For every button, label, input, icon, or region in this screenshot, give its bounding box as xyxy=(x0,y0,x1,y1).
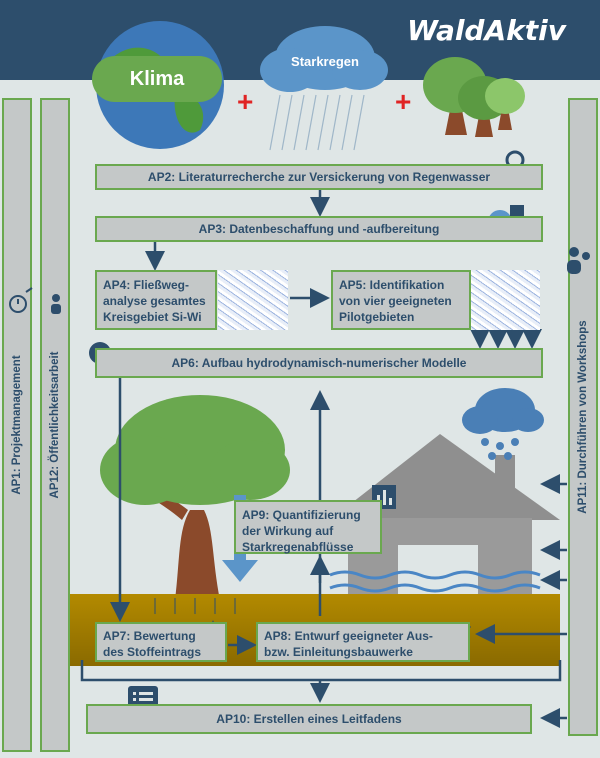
ap4-line: Kreisgebiet Si-Wi xyxy=(103,310,202,324)
tree-illustration xyxy=(100,395,290,600)
alarm-icon xyxy=(9,287,33,313)
ap5-box: AP5: Identifikation von vier geeigneten … xyxy=(331,270,471,330)
ap4-line: analyse gesamtes xyxy=(103,294,206,308)
ap4-box: AP4: Fließweg- analyse gesamtes Kreisgeb… xyxy=(95,270,217,330)
ap7-line: AP7: Bewertung xyxy=(103,629,196,643)
ap3-box: AP3: Datenbeschaffung und -aufbereitung xyxy=(95,216,543,242)
cloud-icon xyxy=(260,26,388,151)
ap10-label: AP10: Erstellen eines Leitfadens xyxy=(216,712,402,726)
starkregen-label: Starkregen xyxy=(291,54,359,69)
ap12-bar: AP12: Öffentlichkeitsarbeit xyxy=(40,98,70,752)
person-icon xyxy=(51,294,61,314)
ap8-line: bzw. Einleitungsbauwerke xyxy=(264,645,413,659)
header-illustrations xyxy=(92,21,525,151)
ap7-line: des Stoffeintrags xyxy=(103,645,202,659)
ap9-box: AP9: Quantifizierung der Wirkung auf Sta… xyxy=(234,500,382,554)
brand-title: WaldAktiv xyxy=(406,14,566,47)
plus-sign: + xyxy=(237,86,254,117)
ap8-box: AP8: Entwurf geeigneter Aus- bzw. Einlei… xyxy=(256,622,470,662)
ap5-line: von vier geeigneten xyxy=(339,294,452,308)
plus-sign: + xyxy=(395,86,412,117)
ap4-line: AP4: Fließweg- xyxy=(103,278,190,292)
people-icon xyxy=(567,247,590,274)
ap7-box: AP7: Bewertung des Stoffeintrags xyxy=(95,622,227,662)
ap5-line: AP5: Identifikation xyxy=(339,278,445,292)
klima-label: Klima xyxy=(129,68,185,90)
ap9-line: AP9: Quantifizierung xyxy=(242,508,361,522)
trees-icon xyxy=(423,57,525,137)
ap3-label: AP3: Datenbeschaffung und -aufbereitung xyxy=(198,222,440,236)
map-thumbnail xyxy=(218,270,288,330)
globe-icon xyxy=(92,21,224,149)
ap2-label: AP2: Literaturrecherche zur Versickerung… xyxy=(147,170,491,184)
ap2-box: AP2: Literaturrecherche zur Versickerung… xyxy=(95,164,543,190)
ap8-line: AP8: Entwurf geeigneter Aus- xyxy=(264,629,433,643)
ap11-bar: AP11: Durchführen von Workshops xyxy=(568,98,598,736)
ap9-line: der Wirkung auf xyxy=(242,524,334,538)
infiltration-arrows xyxy=(154,598,236,614)
side-icons xyxy=(9,287,61,314)
ap6-label: AP6: Aufbau hydrodynamisch-numerischer M… xyxy=(171,356,467,370)
map-thumbnail xyxy=(470,270,540,330)
ap9-line: Starkregenabflüsse xyxy=(242,540,354,554)
ap5-line: Pilotgebieten xyxy=(339,310,415,324)
ap10-box: AP10: Erstellen eines Leitfadens xyxy=(86,704,532,734)
ap1-bar: AP1: Projektmanagement xyxy=(2,98,32,752)
storm-cloud-icon xyxy=(462,388,544,460)
ap6-box: AP6: Aufbau hydrodynamisch-numerischer M… xyxy=(95,348,543,378)
